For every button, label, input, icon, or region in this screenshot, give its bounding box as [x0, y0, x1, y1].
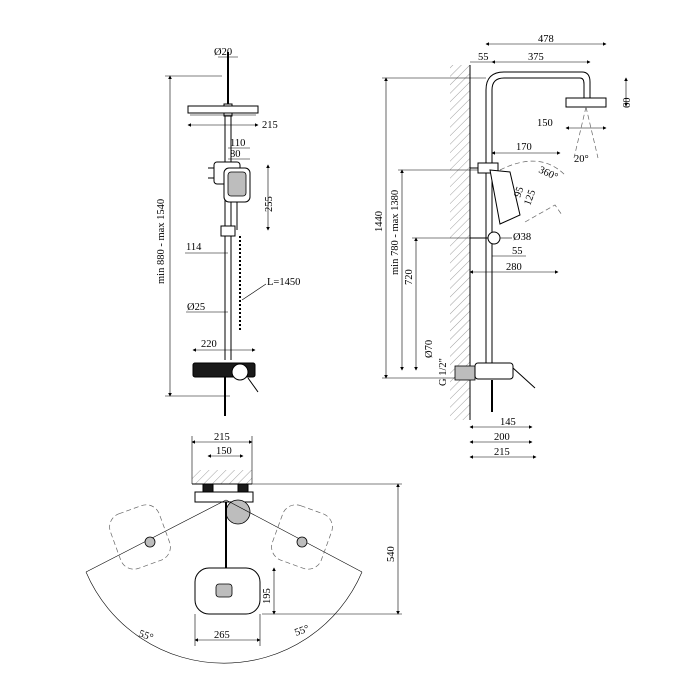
dim-head-angle: 20° — [574, 154, 589, 165]
dim-body-depth: 200 — [494, 432, 510, 443]
dim-spout-reach: 145 — [500, 417, 516, 428]
top-view: 215 150 540 195 265 55° 55° — [85, 432, 402, 664]
dim-side-handset-length: 125 — [522, 188, 538, 207]
dim-top-overall-width: 215 — [214, 432, 230, 443]
top-head-left — [109, 504, 171, 570]
dim-mixer-height: 720 — [404, 269, 415, 285]
dim-rail-diameter: Ø25 — [187, 302, 205, 313]
dim-connection-spacing: 150 — [216, 446, 232, 457]
swing-arc — [85, 571, 363, 664]
side-mixer — [474, 362, 514, 380]
dim-head-depth: 195 — [262, 588, 273, 604]
dim-mixer-width: 220 — [201, 339, 217, 350]
mixer-knob — [231, 363, 249, 381]
dim-top-head-width: 265 — [214, 630, 230, 641]
top-head-right — [271, 504, 333, 570]
dim-arm-length: 375 — [528, 52, 544, 63]
top-knob — [225, 499, 251, 525]
wall — [450, 65, 470, 420]
lever — [247, 377, 259, 393]
dim-handset-length: 255 — [264, 196, 275, 212]
dim-adjustable-height: min 780 - max 1380 — [390, 190, 401, 275]
dim-side-total-depth: 215 — [494, 447, 510, 458]
dim-overall-reach: 478 — [538, 34, 554, 45]
dim-holder-reach: 280 — [506, 262, 522, 273]
dim-total-height: 1440 — [374, 211, 385, 232]
dim-height-range: min 880 - max 1540 — [156, 199, 167, 284]
dim-handset-holder: 170 — [516, 142, 532, 153]
top-mixer-body — [194, 491, 254, 503]
dim-top-total-depth: 540 — [386, 546, 397, 562]
front-view: Ø20 215 110 80 255 114 Ø25 L=1450 220 mi… — [156, 47, 300, 416]
dim-hose-length: L=1450 — [267, 277, 300, 288]
dim-handset-offset: 110 — [230, 138, 245, 149]
hand-shower-face — [227, 171, 247, 197]
dim-head-width: 215 — [262, 120, 278, 131]
dim-wall-offset: 55 — [478, 52, 489, 63]
dim-holder-depth: 55 — [512, 246, 523, 257]
dim-holder-diameter: Ø38 — [513, 232, 531, 243]
side-lever — [512, 367, 536, 389]
dim-flange-diameter: Ø70 — [424, 340, 435, 358]
dim-handset-width: 80 — [230, 149, 241, 160]
shower-arm — [485, 71, 591, 98]
dim-head-diameter: 150 — [537, 118, 553, 129]
dim-holder-offset: 114 — [186, 242, 202, 253]
dim-angle-left: 55° — [137, 628, 155, 643]
side-view: 478 55 375 60 150 20° 170 360° 95 125 Ø3… — [374, 34, 633, 459]
dim-pipe-diameter: Ø20 — [214, 47, 232, 58]
dim-side-handset-width: 95 — [512, 185, 526, 199]
side-shower-head — [565, 97, 607, 108]
dim-angle-right: 55° — [293, 623, 311, 638]
side-flange — [454, 365, 476, 381]
side-joint — [487, 231, 501, 245]
side-handset — [489, 169, 521, 225]
top-wall — [192, 470, 252, 484]
rain-shower-head — [187, 105, 259, 114]
dim-thread: G 1/2" — [438, 358, 449, 386]
dim-head-height: 60 — [622, 98, 633, 109]
slider — [220, 225, 236, 237]
